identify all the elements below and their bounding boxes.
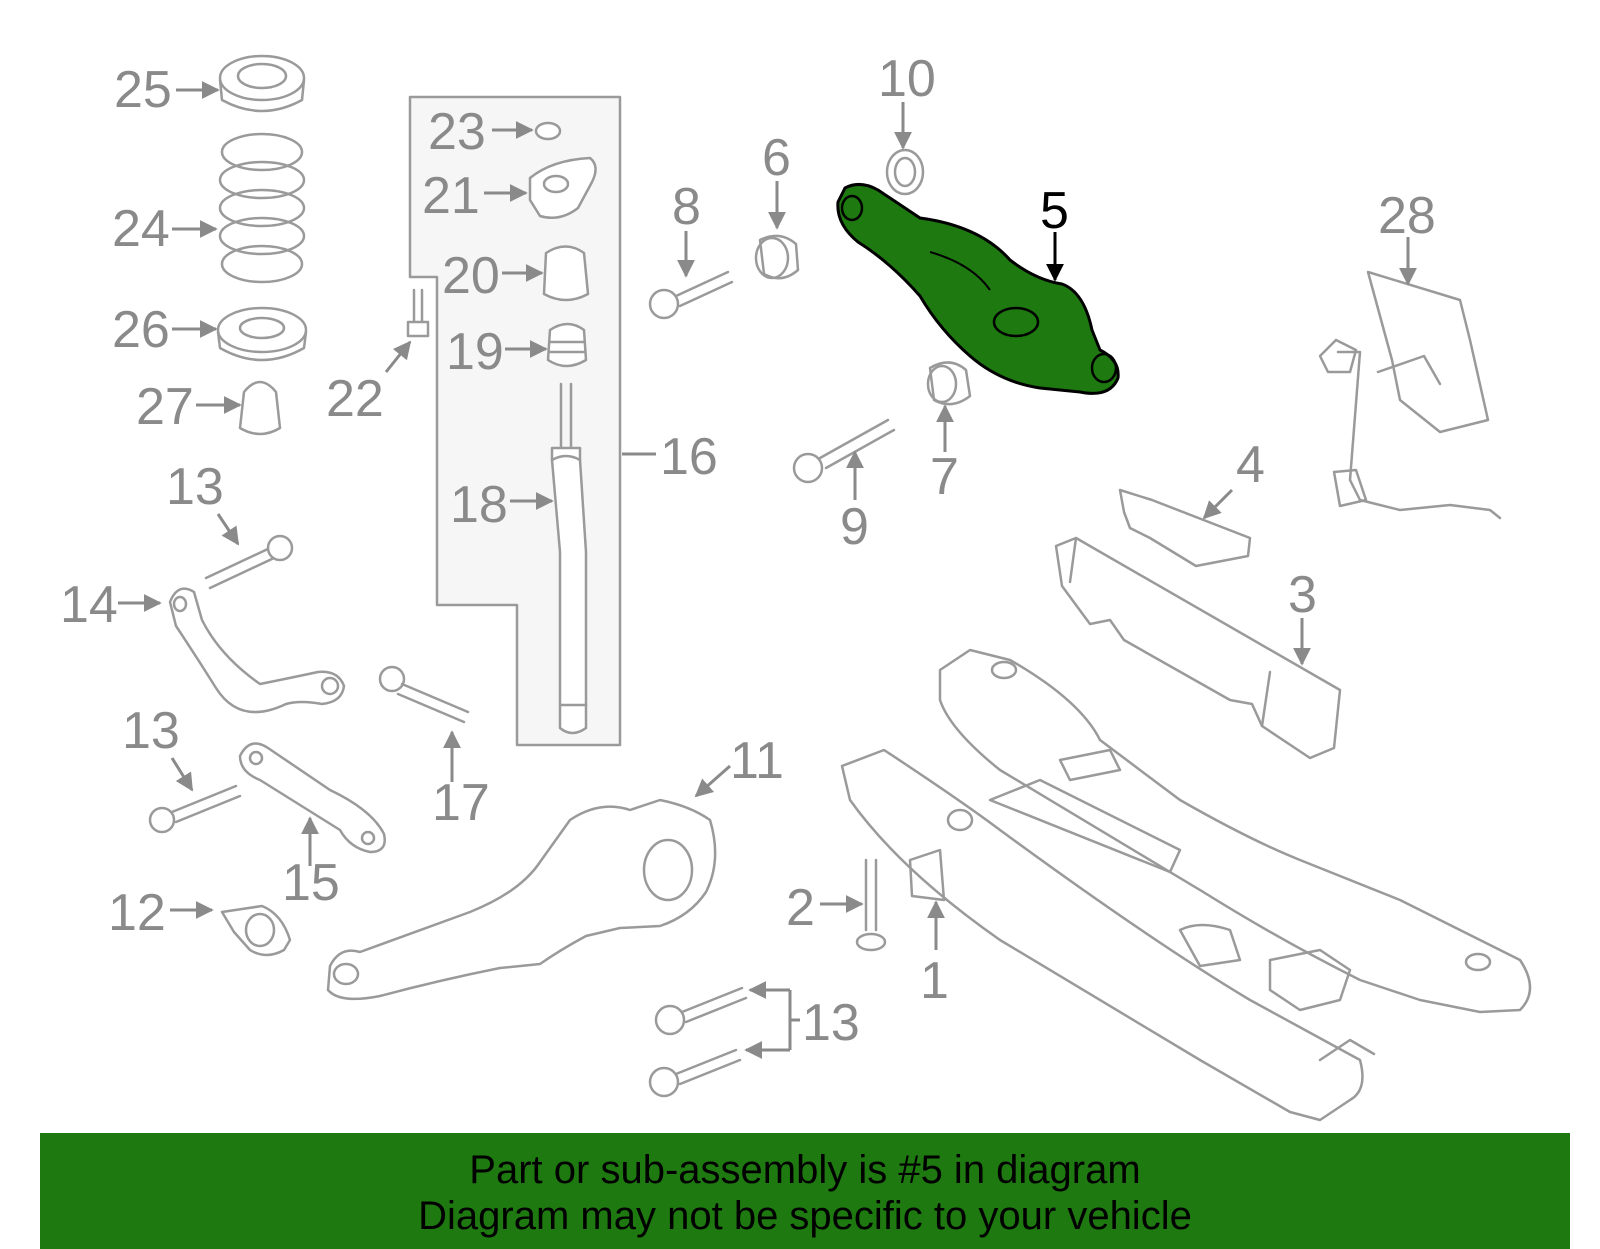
part-6-bushing xyxy=(754,234,800,280)
label-6: 6 xyxy=(762,129,791,187)
part-11-knuckle-trailing-arm xyxy=(326,798,717,1001)
callout-labels: 25 24 26 27 23 21 20 19 22 18 16 8 6 10 … xyxy=(60,50,1436,1052)
info-banner: Part or sub-assembly is #5 in diagram Di… xyxy=(40,1133,1570,1249)
part-2-bolt xyxy=(855,858,887,952)
label-14: 14 xyxy=(60,576,118,634)
label-18: 18 xyxy=(450,476,508,534)
label-24: 24 xyxy=(112,200,170,258)
label-16: 16 xyxy=(660,428,718,486)
label-23: 23 xyxy=(428,103,486,161)
label-4: 4 xyxy=(1236,436,1265,494)
part-14-upper-control-arm xyxy=(168,587,346,714)
leader-lines xyxy=(118,81,1417,1059)
part-26-lower-seat xyxy=(216,306,308,362)
banner-line-2: Diagram may not be specific to your vehi… xyxy=(418,1194,1192,1238)
label-10: 10 xyxy=(878,50,936,108)
part-12-bushing xyxy=(220,904,292,957)
part-8-bolt xyxy=(648,270,734,320)
part-20-bushing xyxy=(542,245,590,302)
label-1: 1 xyxy=(920,952,949,1010)
label-9: 9 xyxy=(840,498,869,556)
label-13-middle: 13 xyxy=(122,702,180,760)
part-9-bolt xyxy=(792,418,896,484)
part-13-bolt-a xyxy=(204,534,294,590)
label-20: 20 xyxy=(442,247,500,305)
label-15: 15 xyxy=(282,854,340,912)
label-3: 3 xyxy=(1288,566,1317,624)
label-8: 8 xyxy=(672,178,701,236)
part-10-washer xyxy=(885,148,925,196)
part-23-nut xyxy=(534,121,562,141)
part-3-crossmember xyxy=(1054,536,1342,760)
part-19-dust-boot xyxy=(546,322,588,368)
part-21-upper-mount xyxy=(528,156,597,219)
banner-line-1: Part or sub-assembly is #5 in diagram xyxy=(469,1148,1141,1192)
label-22: 22 xyxy=(326,370,384,428)
part-22-bolt xyxy=(406,288,430,338)
part-7-bushing xyxy=(926,361,972,406)
part-18-shock-absorber xyxy=(550,382,588,735)
label-27: 27 xyxy=(136,378,194,436)
label-19: 19 xyxy=(446,323,504,381)
part-13-bolt-c xyxy=(648,986,748,1098)
part-13-bolt-b xyxy=(148,784,242,834)
part-4-plate xyxy=(1118,488,1252,568)
part-27-bump-stop xyxy=(238,380,282,436)
part-15-lateral-link xyxy=(238,742,386,854)
part-1-subframe xyxy=(840,648,1532,1122)
label-21: 21 xyxy=(422,167,480,225)
part-17-bolt xyxy=(378,665,470,724)
label-26: 26 xyxy=(112,301,170,359)
part-28-stabilizer-link-bracket xyxy=(1318,270,1502,520)
label-17: 17 xyxy=(432,774,490,832)
label-12: 12 xyxy=(108,884,166,942)
part-25-spring-seat xyxy=(218,54,306,113)
label-5-highlighted: 5 xyxy=(1040,182,1069,240)
label-28: 28 xyxy=(1378,187,1436,245)
label-13-upper: 13 xyxy=(166,458,224,516)
label-2: 2 xyxy=(786,879,815,937)
label-7: 7 xyxy=(930,448,959,506)
label-13-lower: 13 xyxy=(802,994,860,1052)
label-11: 11 xyxy=(730,732,784,790)
part-24-coil-spring xyxy=(218,132,306,284)
label-25: 25 xyxy=(114,61,172,119)
part-5-lower-control-arm xyxy=(836,183,1120,395)
